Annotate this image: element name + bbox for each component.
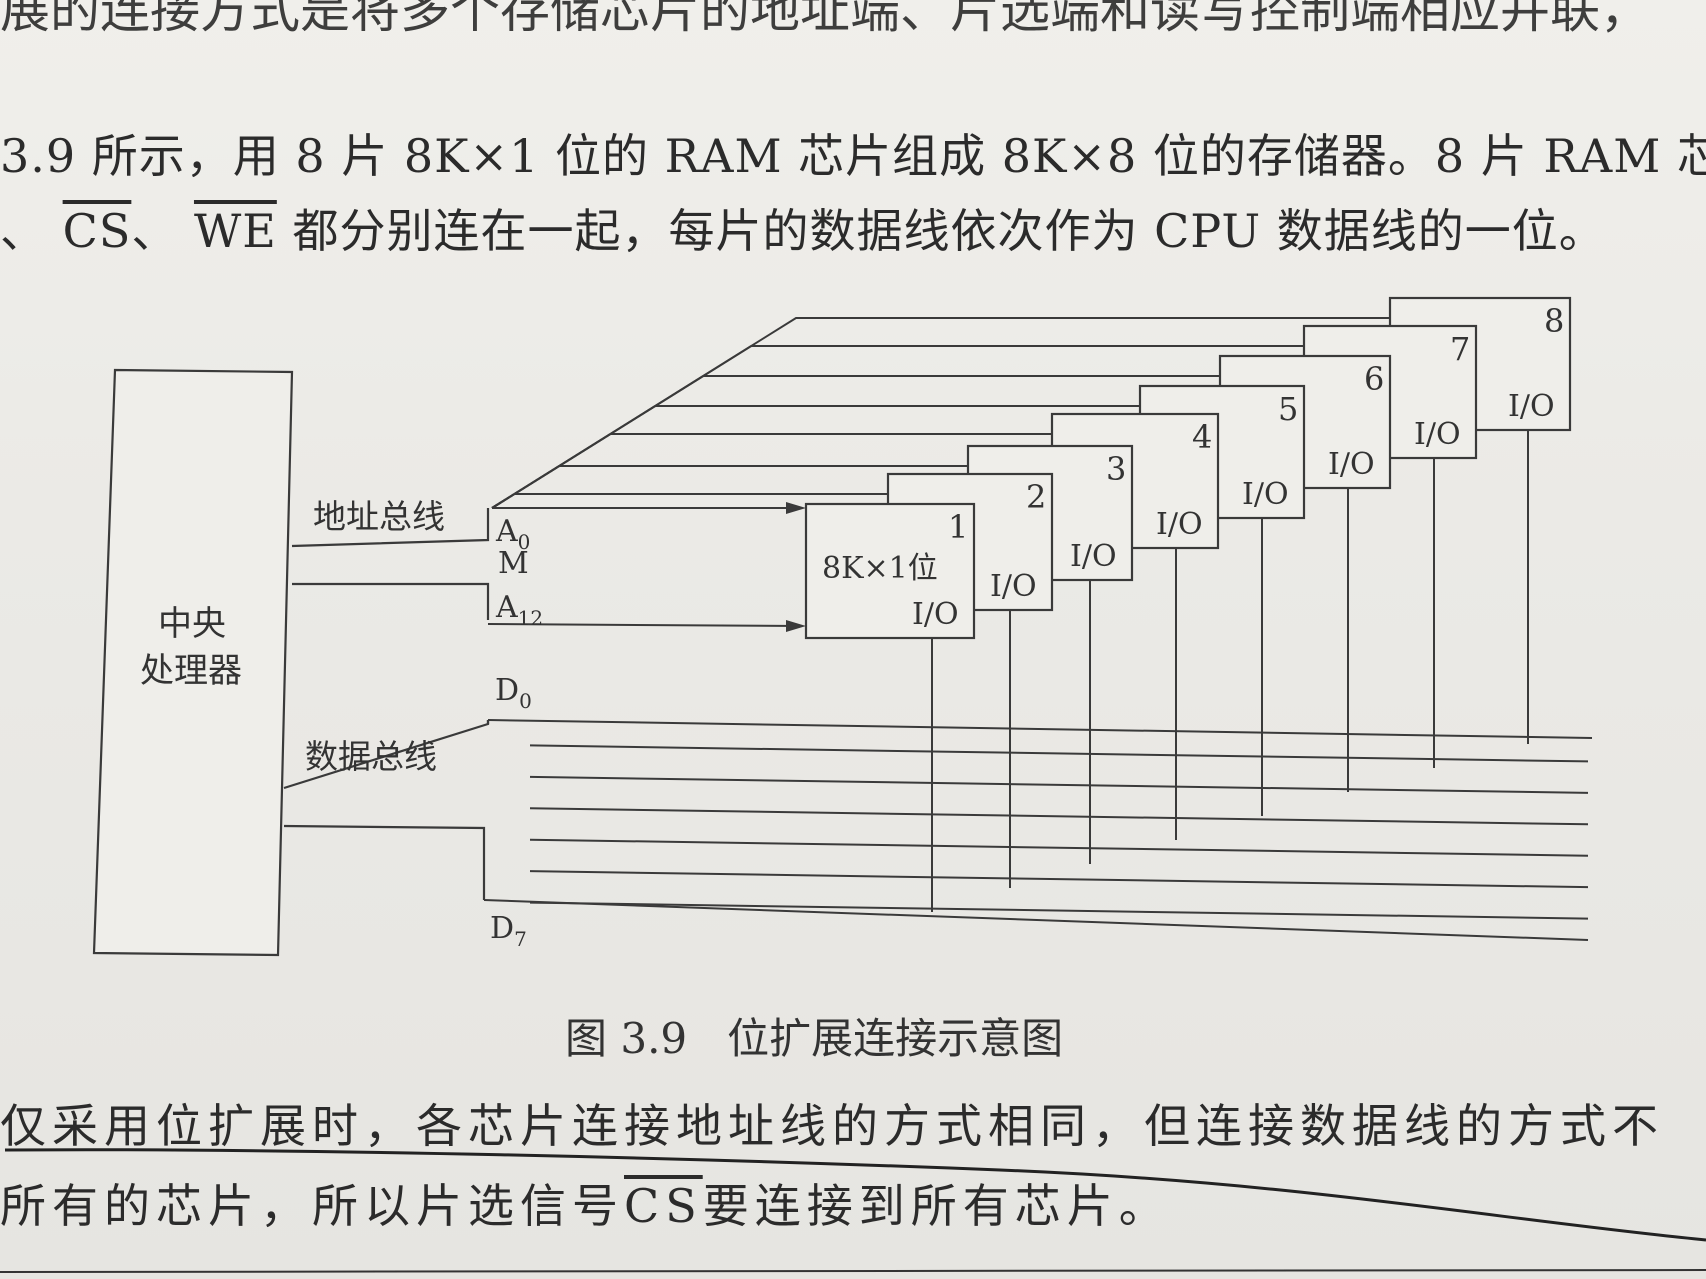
a12-arrowhead (786, 620, 806, 632)
chip-4-number: 4 (1192, 418, 1212, 456)
data-line-d6 (529, 901, 1589, 920)
data-line-d7 (483, 899, 1589, 941)
figure-caption: 图 3.9 位扩展连接示意图 (565, 1005, 1063, 1066)
we-signal: WE (193, 204, 277, 258)
a12-arrow-line (487, 623, 801, 627)
chip-1-io: I/O (912, 597, 959, 632)
chip1-spec-label: 8K×1位 (822, 551, 938, 586)
data-line-d4 (529, 838, 1589, 857)
bottom-line-2: 所有的芯片，所以片选信号CS要连接到所有芯片。 (0, 1170, 1171, 1236)
a0-arrowhead (786, 502, 806, 514)
paragraph-line-2: 、 CS、 WE 都分别连在一起，每片的数据线依次作为 CPU 数据线的一位。 (0, 195, 1606, 261)
address-bus-lower (292, 582, 490, 620)
bottom2-suffix: 要连接到所有芯片。 (702, 1179, 1171, 1233)
chip-8-io: I/O (1508, 389, 1555, 424)
figure-title: 位扩展连接示意图 (727, 1014, 1064, 1063)
dynamic-diagram-elements: 8I/O7I/O6I/O5I/O4I/O3I/O2I/O1I/O (483, 296, 1593, 941)
data-line-d3 (529, 807, 1589, 826)
para2-mid: 、 (131, 204, 179, 258)
bottom2-prefix: 所有的芯片，所以片选信号 (0, 1179, 624, 1233)
a0-label: A0 (495, 514, 530, 554)
cpu-label-1: 中央 (158, 604, 226, 644)
chip-6-number: 6 (1364, 360, 1384, 398)
cpu-label-2: 处理器 (140, 651, 242, 691)
chip-3-io: I/O (1070, 539, 1117, 574)
chip-5-io: I/O (1242, 477, 1289, 512)
data-line-d0 (487, 719, 1593, 739)
chip-1-box (804, 502, 976, 640)
chip-3-number: 3 (1106, 450, 1126, 488)
chip-4-io: I/O (1156, 507, 1203, 542)
address-line-chip-8 (491, 317, 1390, 509)
data-bus-lower (283, 824, 486, 900)
a12-label: A12 (495, 590, 543, 630)
m-label: M (498, 546, 529, 581)
paragraph-line-1: 3.9 所示，用 8 片 8K×1 位的 RAM 芯片组成 8K×8 位的存储器… (0, 129, 1706, 183)
address-bus-upper (291, 508, 490, 548)
chip-6-io: I/O (1328, 447, 1375, 482)
chip-7-number: 7 (1450, 330, 1470, 368)
cut-off-top-line: 展的连接方式是将多个存储芯片的地址端、片选端和读写控制端相应并联， (0, 0, 1650, 39)
bottom-line-1: 仅采用位扩展时，各芯片连接地址线的方式相同，但连接数据线的方式不 (0, 1099, 1664, 1153)
chip-7-io: I/O (1414, 417, 1461, 452)
chip-2-io: I/O (990, 569, 1037, 604)
data-line-d5 (529, 870, 1589, 889)
data-bus-label: 数据总线 (305, 737, 437, 776)
data-line-d2 (529, 775, 1589, 794)
chip-2-number: 2 (1026, 478, 1046, 516)
d7-label: D7 (490, 911, 527, 951)
para2-prefix: 、 (0, 204, 47, 258)
address-bus-label: 地址总线 (313, 497, 445, 536)
d0-label: D0 (495, 673, 532, 713)
data-line-d1 (529, 744, 1589, 763)
para2-suffix: 都分别连在一起，每片的数据线依次作为 CPU 数据线的一位。 (292, 204, 1606, 258)
chip-1-number: 1 (948, 508, 968, 546)
diagram-wires (92, 368, 490, 957)
chip-5-number: 5 (1278, 390, 1298, 428)
cs-signal-bottom: CS (624, 1179, 703, 1233)
cs-signal: CS (62, 204, 132, 258)
cpu-box (92, 368, 294, 957)
figure-number: 图 3.9 (565, 1014, 688, 1063)
chip-8-number: 8 (1544, 302, 1564, 340)
